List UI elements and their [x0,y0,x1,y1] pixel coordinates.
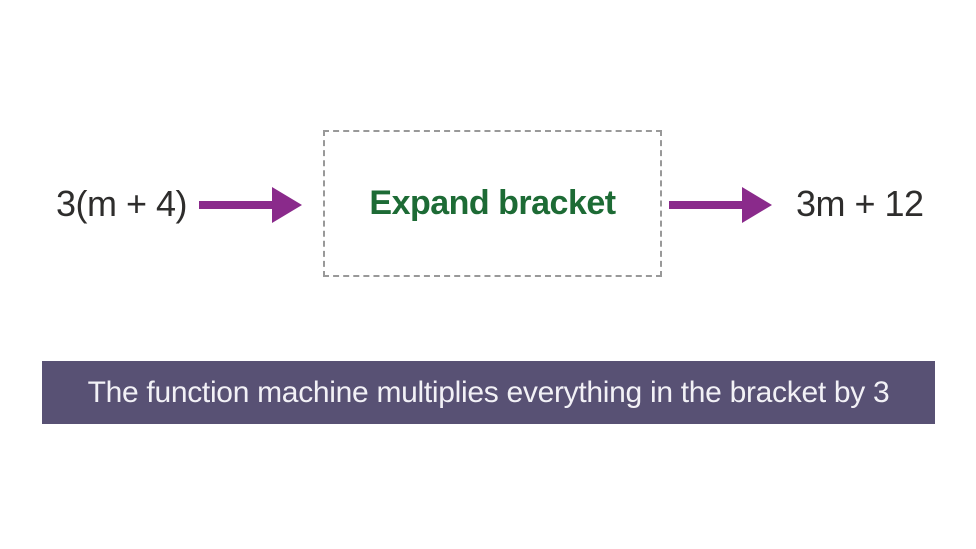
caption-bar: The function machine multiplies everythi… [42,361,935,424]
right-arrow-icon [669,187,772,223]
operation-label: Expand bracket [369,184,616,222]
caption-text: The function machine multiplies everythi… [87,375,890,409]
machine-operation-box: Expand bracket [323,130,662,277]
right-arrow-icon [199,187,302,223]
output-expression: 3m + 12 [796,183,924,225]
input-expression: 3(m + 4) [56,183,188,225]
